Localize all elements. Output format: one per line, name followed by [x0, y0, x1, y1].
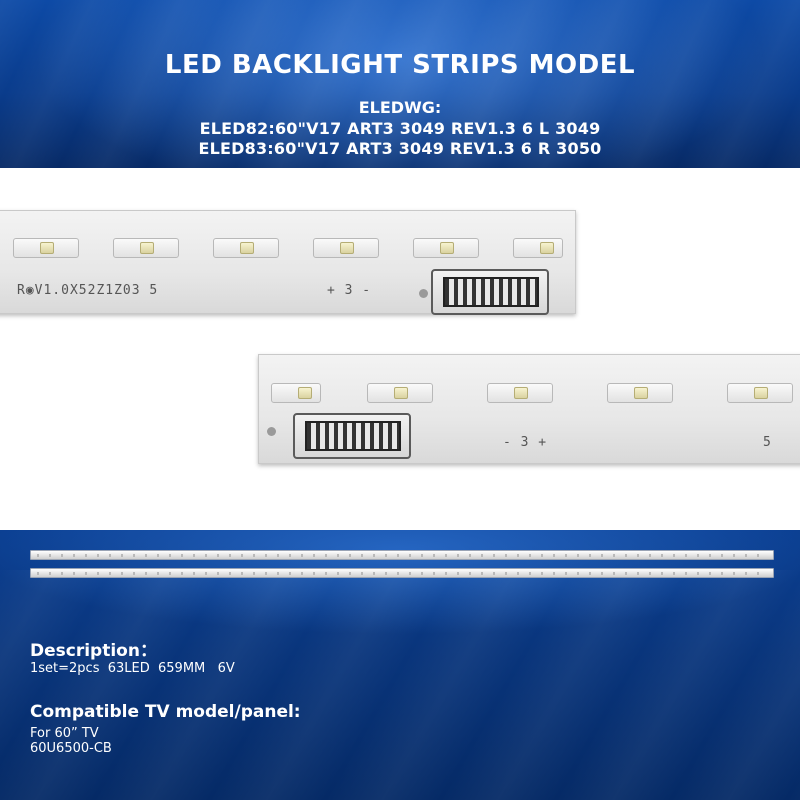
- led-strip-full-left: [30, 550, 774, 560]
- led-module: [271, 383, 321, 403]
- led-module: [113, 238, 179, 258]
- product-closeup-photo: R◉V1.0X52Z1Z03 5 + 3 - - 3 + 5: [0, 168, 800, 530]
- page-title: LED BACKLIGHT STRIPS MODEL: [164, 50, 636, 80]
- led-module: [367, 383, 433, 403]
- eledwg-label: ELEDWG:: [358, 98, 442, 117]
- led-strip-left-closeup: R◉V1.0X52Z1Z03 5 + 3 -: [0, 210, 576, 315]
- strip-print-polarity: - 3 +: [503, 435, 548, 450]
- description-heading: Description：: [30, 641, 157, 661]
- compatible-heading: Compatible TV model/panel:: [30, 702, 301, 722]
- led-strip-full-right: [30, 568, 774, 578]
- details-panel: Description： 1set=2pcs 63LED 659MM 6V Co…: [0, 530, 800, 800]
- strip-connector: [293, 413, 411, 459]
- model-line-left: ELED82:60"V17 ART3 3049 REV1.3 6 L 3049: [199, 119, 601, 138]
- led-module: [413, 238, 479, 258]
- led-strip-right-closeup: - 3 + 5: [258, 354, 800, 464]
- strip-connector: [431, 269, 549, 315]
- led-module: [607, 383, 673, 403]
- description-value: 1set=2pcs 63LED 659MM 6V: [30, 661, 235, 676]
- header-banner: LED BACKLIGHT STRIPS MODEL ELEDWG: ELED8…: [0, 0, 800, 168]
- mount-hole: [419, 289, 428, 298]
- compatible-line-model: 60U6500-CB: [30, 741, 112, 756]
- led-module: [487, 383, 553, 403]
- model-line-right: ELED83:60"V17 ART3 3049 REV1.3 6 R 3050: [198, 139, 602, 158]
- led-module: [213, 238, 279, 258]
- led-module: [13, 238, 79, 258]
- led-module: [313, 238, 379, 258]
- strip-print-code: R◉V1.0X52Z1Z03 5: [17, 283, 159, 298]
- strip-print-number: 5: [763, 435, 772, 450]
- led-module: [727, 383, 793, 403]
- compatible-line-tv: For 60” TV: [30, 726, 99, 741]
- mount-hole: [267, 427, 276, 436]
- strip-print-polarity: + 3 -: [327, 283, 372, 298]
- led-module: [513, 238, 563, 258]
